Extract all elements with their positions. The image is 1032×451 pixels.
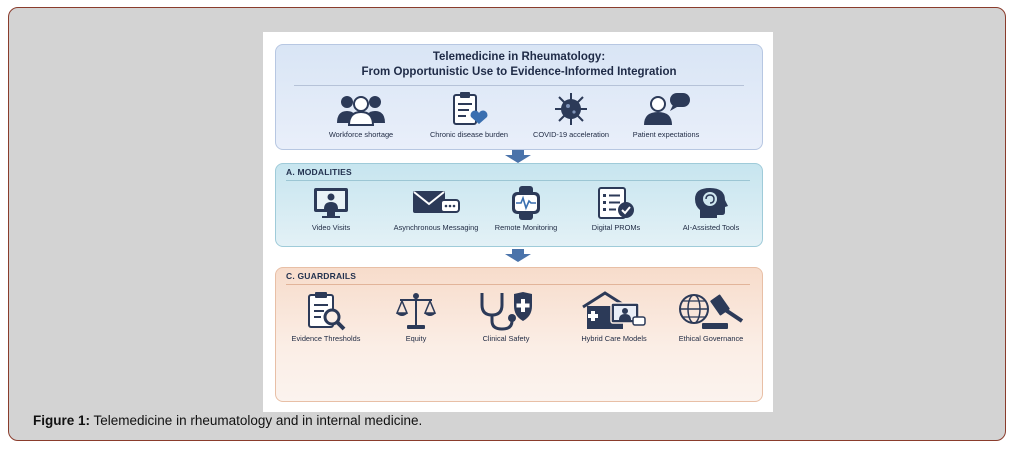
video-monitor-icon: [314, 188, 348, 218]
modality-ai-tools: AI-Assisted Tools: [666, 186, 756, 232]
guardrails-heading: C. GUARDRAILS: [286, 271, 357, 281]
modality-label: Video Visits: [311, 223, 351, 232]
virus-icon: [555, 93, 587, 125]
modality-label: Asynchronous Messaging: [393, 223, 479, 232]
title-divider: [294, 85, 744, 86]
driver-label: COVID-19 acceleration: [533, 130, 609, 139]
guardrail-evidence-thresholds: Evidence Thresholds: [281, 291, 371, 343]
people-group-icon: [337, 96, 385, 126]
guardrail-hybrid-care: Hybrid Care Models: [564, 291, 664, 343]
modalities-divider: [286, 180, 750, 181]
diagram-title-line1: Telemedicine in Rheumatology:: [432, 51, 606, 63]
guardrail-label: Equity: [405, 334, 427, 343]
figure-caption: Figure 1: Telemedicine in rheumatology a…: [33, 413, 422, 428]
clipboard-heart-icon: [453, 92, 488, 125]
guardrail-equity: Equity: [376, 291, 456, 343]
figure-frame: Telemedicine in Rheumatology: From Oppor…: [8, 7, 1006, 441]
smartwatch-icon: [512, 186, 540, 220]
envelope-chat-icon: [413, 191, 460, 213]
driver-label: Chronic disease burden: [429, 130, 509, 139]
modality-video-visits: Video Visits: [286, 186, 376, 232]
driver-patient-expectations: Patient expectations: [621, 91, 711, 139]
modality-label: Remote Monitoring: [494, 223, 558, 232]
guardrail-label: Hybrid Care Models: [581, 334, 647, 343]
modalities-panel: A. MODALITIES Video Visits Asy: [275, 163, 763, 247]
driver-label: Workforce shortage: [328, 130, 394, 139]
guardrail-label: Evidence Thresholds: [291, 334, 361, 343]
caption-label: Figure 1:: [33, 413, 91, 428]
driver-workforce: Workforce shortage: [316, 91, 406, 139]
down-arrow-icon: [505, 150, 531, 163]
modality-digital-proms: Digital PROMs: [576, 186, 656, 232]
figure-image: Telemedicine in Rheumatology: From Oppor…: [263, 32, 773, 412]
ai-head-icon: [695, 188, 728, 218]
driver-label: Patient expectations: [632, 130, 700, 139]
drivers-panel: Telemedicine in Rheumatology: From Oppor…: [275, 44, 763, 150]
clinic-screen-icon: [582, 291, 646, 329]
guardrail-ethical-governance: Ethical Governance: [666, 291, 756, 343]
guardrail-clinical-safety: Clinical Safety: [461, 291, 551, 343]
diagram-title-line2: From Opportunistic Use to Evidence-Infor…: [361, 66, 677, 78]
modality-async-messaging: Asynchronous Messaging: [386, 186, 486, 232]
caption-text: Telemedicine in rheumatology and in inte…: [90, 413, 423, 428]
scales-icon: [395, 293, 437, 329]
modality-label: AI-Assisted Tools: [682, 223, 740, 232]
modalities-heading: A. MODALITIES: [286, 167, 352, 177]
stethoscope-shield-icon: [480, 292, 532, 331]
guardrails-panel: C. GUARDRAILS Evidence Thresholds: [275, 267, 763, 402]
driver-chronic-disease: Chronic disease burden: [414, 91, 524, 139]
modality-label: Digital PROMs: [591, 223, 641, 232]
checklist-check-icon: [598, 187, 634, 219]
clipboard-magnifier-icon: [308, 292, 346, 331]
driver-covid: COVID-19 acceleration: [521, 91, 621, 139]
person-speech-icon: [644, 93, 690, 125]
guardrail-label: Ethical Governance: [678, 334, 744, 343]
down-arrow-icon: [505, 249, 531, 262]
globe-gavel-icon: [679, 294, 744, 329]
guardrail-label: Clinical Safety: [482, 334, 530, 343]
guardrails-divider: [286, 284, 750, 285]
modality-remote-monitoring: Remote Monitoring: [481, 186, 571, 232]
